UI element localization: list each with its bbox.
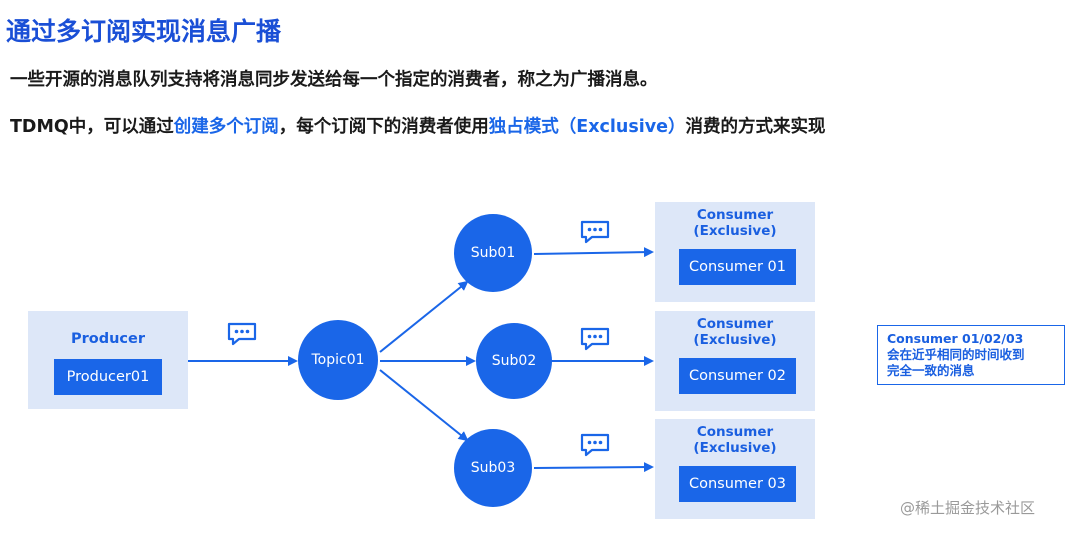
highlight-multi-subscription: 创建多个订阅 xyxy=(173,117,279,137)
message-bubble-icon xyxy=(580,327,610,351)
message-bubble-icon xyxy=(227,322,257,346)
broadcast-note: Consumer 01/02/03 会在近乎相同的时间收到 完全一致的消息 xyxy=(877,325,1065,385)
description-part-1: TDMQ中，可以通过 xyxy=(10,117,174,137)
consumer-mode: (Exclusive) xyxy=(693,332,777,348)
note-line-3: 完全一致的消息 xyxy=(887,363,975,378)
consumer-box-01: Consumer 01 xyxy=(679,249,796,285)
arrow-topic-sub03 xyxy=(379,369,469,442)
consumer-box-03: Consumer 03 xyxy=(679,466,796,502)
highlight-exclusive-mode: 独占模式（Exclusive） xyxy=(488,117,686,137)
description-part-3: 消费的方式来实现 xyxy=(685,117,826,137)
page-title: 通过多订阅实现消息广播 xyxy=(6,17,282,46)
consumer-mode: (Exclusive) xyxy=(693,440,777,456)
arrow-topic-sub01 xyxy=(379,280,469,353)
consumer-panel-03: Consumer (Exclusive) Consumer 03 xyxy=(655,419,815,519)
producer-title: Producer xyxy=(70,331,146,347)
sub02-node: Sub02 xyxy=(476,323,552,399)
description-text: TDMQ中，可以通过创建多个订阅，每个订阅下的消费者使用独占模式（Exclusi… xyxy=(10,113,826,138)
note-line-2: 会在近乎相同的时间收到 xyxy=(887,347,1025,362)
intro-text: 一些开源的消息队列支持将消息同步发送给每一个指定的消费者，称之为广播消息。 xyxy=(10,70,658,90)
consumer-mode: (Exclusive) xyxy=(693,223,777,239)
arrow-sub01-consumer01 xyxy=(533,247,654,258)
sub01-node: Sub01 xyxy=(454,214,532,292)
arrow-sub03-consumer03 xyxy=(533,462,654,473)
note-line-1: Consumer 01/02/03 xyxy=(887,331,1024,346)
watermark: @稀土掘金技术社区 xyxy=(900,499,1036,517)
producer-box: Producer01 xyxy=(54,359,162,395)
consumer-panel-02: Consumer (Exclusive) Consumer 02 xyxy=(655,311,815,411)
topic-node: Topic01 xyxy=(298,320,378,400)
consumer-title: Consumer xyxy=(696,316,774,332)
producer-panel: Producer Producer01 xyxy=(28,311,188,409)
message-bubble-icon xyxy=(580,433,610,457)
message-bubble-icon xyxy=(580,220,610,244)
sub03-node: Sub03 xyxy=(454,429,532,507)
consumer-title: Consumer xyxy=(696,424,774,440)
description-part-2: ，每个订阅下的消费者使用 xyxy=(278,117,489,137)
consumer-title: Consumer xyxy=(696,207,774,223)
consumer-panel-01: Consumer (Exclusive) Consumer 01 xyxy=(655,202,815,302)
consumer-box-02: Consumer 02 xyxy=(679,358,796,394)
